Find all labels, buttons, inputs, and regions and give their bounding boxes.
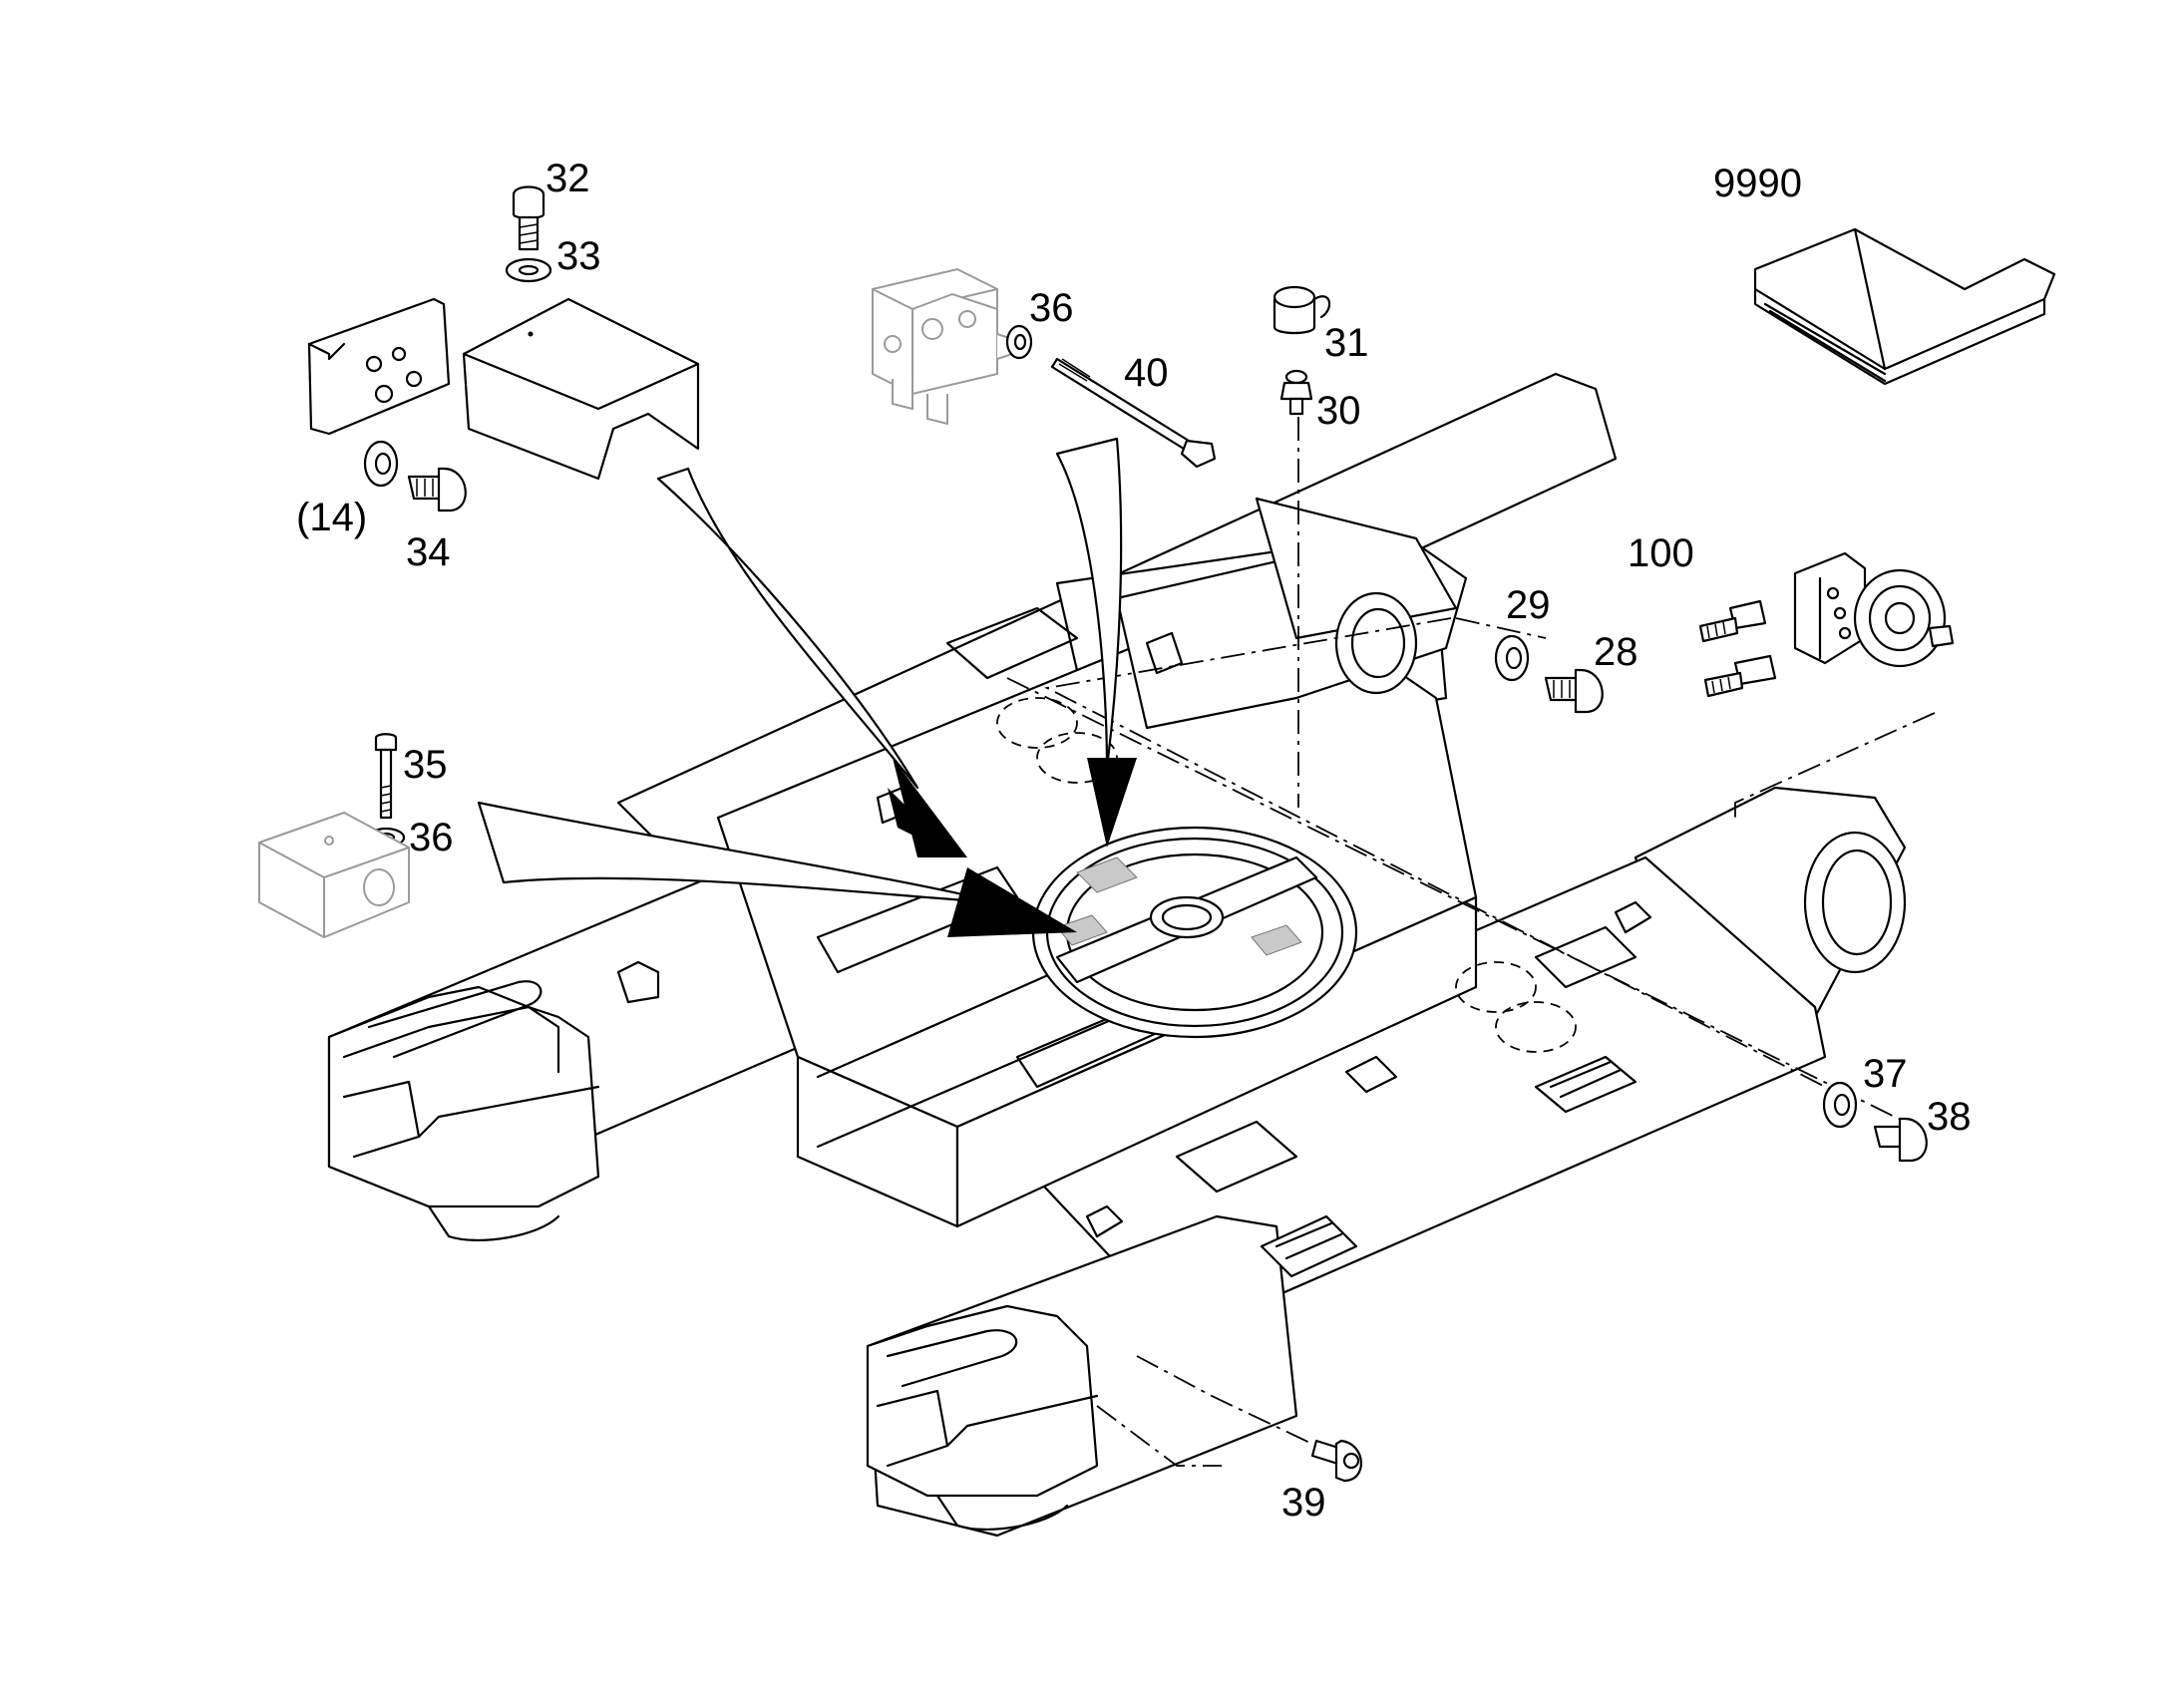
slewing-ring [1031, 826, 1358, 1039]
label-39: 39 [1281, 1481, 1326, 1525]
grease-nipple-30 [1279, 369, 1313, 416]
label-9990: 9990 [1713, 162, 1802, 205]
bolt-38 [1873, 1117, 1928, 1163]
washer-37 [1822, 1081, 1858, 1129]
label-33: 33 [556, 234, 601, 278]
swivel-joint-100 [1698, 551, 1955, 698]
washer-29 [1494, 634, 1530, 682]
cap-31 [1272, 285, 1331, 335]
label-35: 35 [403, 743, 448, 787]
bolt-35 [374, 733, 398, 820]
bolt-34 [407, 467, 467, 512]
label-34: 34 [406, 530, 451, 574]
label-36-left: 36 [409, 816, 454, 859]
bolt-28 [1544, 668, 1604, 714]
sensor-block [258, 811, 410, 939]
operator-manual-icon [1753, 227, 2056, 386]
label-32: 32 [545, 157, 590, 200]
bolt-40 [1050, 357, 1217, 469]
label-100: 100 [1628, 531, 1694, 575]
label-29: 29 [1506, 583, 1551, 627]
callout-arrows [477, 437, 1137, 937]
leader-lines [1006, 417, 1936, 1467]
mounting-plate [307, 297, 451, 436]
valve-block [872, 267, 1013, 426]
cover-block [462, 297, 700, 481]
bolt-39 [1310, 1439, 1362, 1483]
washer-14 [363, 440, 399, 488]
label-36-top: 36 [1029, 286, 1074, 330]
label-38: 38 [1927, 1095, 1972, 1139]
label-30: 30 [1316, 389, 1361, 433]
callout-labels: 9990 32 33 (14) 34 36 40 31 30 100 29 28… [296, 157, 1972, 1525]
washer-36-top [1005, 324, 1033, 360]
label-31: 31 [1324, 321, 1369, 365]
washer-33 [505, 257, 552, 283]
label-40: 40 [1124, 351, 1169, 395]
label-14: (14) [296, 496, 367, 539]
label-37: 37 [1863, 1052, 1908, 1096]
bolt-32 [512, 185, 545, 251]
label-28: 28 [1594, 630, 1638, 674]
